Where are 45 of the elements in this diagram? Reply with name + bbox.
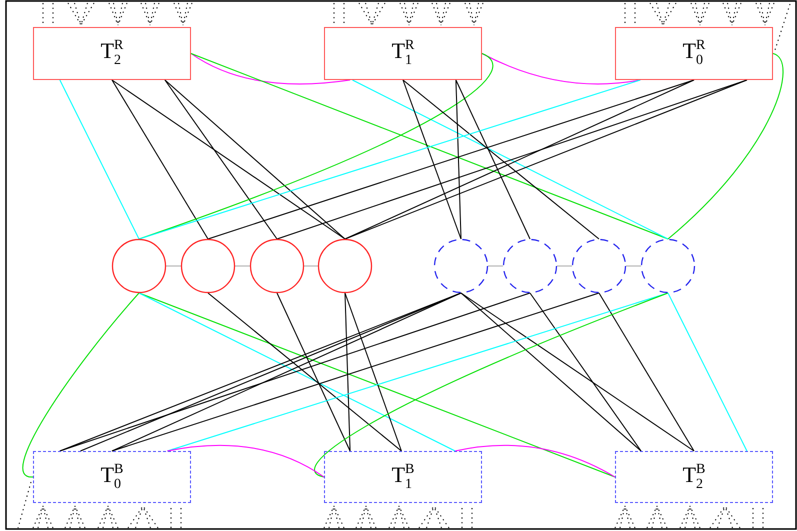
connector-line xyxy=(166,292,668,452)
connector-line xyxy=(344,292,351,452)
process-box xyxy=(615,27,773,80)
connector-line xyxy=(166,444,324,478)
process-box xyxy=(33,451,191,503)
connector-line xyxy=(138,80,641,240)
connector-line xyxy=(402,80,462,240)
connector-line xyxy=(668,53,784,240)
state-circle xyxy=(641,239,695,293)
connector-line xyxy=(112,80,346,240)
connector-line xyxy=(344,292,402,452)
connector-line xyxy=(208,80,694,240)
process-box xyxy=(324,451,482,503)
connector-line xyxy=(59,80,140,240)
connector-line xyxy=(112,292,600,452)
state-circle xyxy=(250,239,304,293)
process-box xyxy=(615,451,773,503)
connector-line xyxy=(460,292,642,452)
state-circle xyxy=(112,239,166,293)
connector-line xyxy=(598,292,694,452)
state-circle xyxy=(434,239,488,293)
connector-line xyxy=(402,80,600,240)
connector-line xyxy=(164,80,346,240)
connector-line xyxy=(530,292,642,452)
connector-line xyxy=(190,53,668,240)
connector-line xyxy=(164,80,278,240)
state-circle xyxy=(181,239,235,293)
state-circle xyxy=(503,239,557,293)
connector-line xyxy=(455,80,462,240)
connector-line xyxy=(208,292,402,452)
connector-line xyxy=(22,292,140,478)
connector-line xyxy=(314,292,668,478)
connector-line xyxy=(455,80,530,240)
process-box xyxy=(324,27,482,80)
connector-line xyxy=(112,80,208,240)
state-circle xyxy=(572,239,626,293)
connector-line xyxy=(276,292,351,452)
connector-line xyxy=(460,292,694,452)
connector-line xyxy=(454,444,616,478)
connector-line xyxy=(138,292,616,478)
state-circle xyxy=(318,239,372,293)
process-box xyxy=(33,27,191,80)
connector-line xyxy=(668,292,748,452)
connector-line xyxy=(138,53,494,240)
connector-line xyxy=(190,53,351,84)
